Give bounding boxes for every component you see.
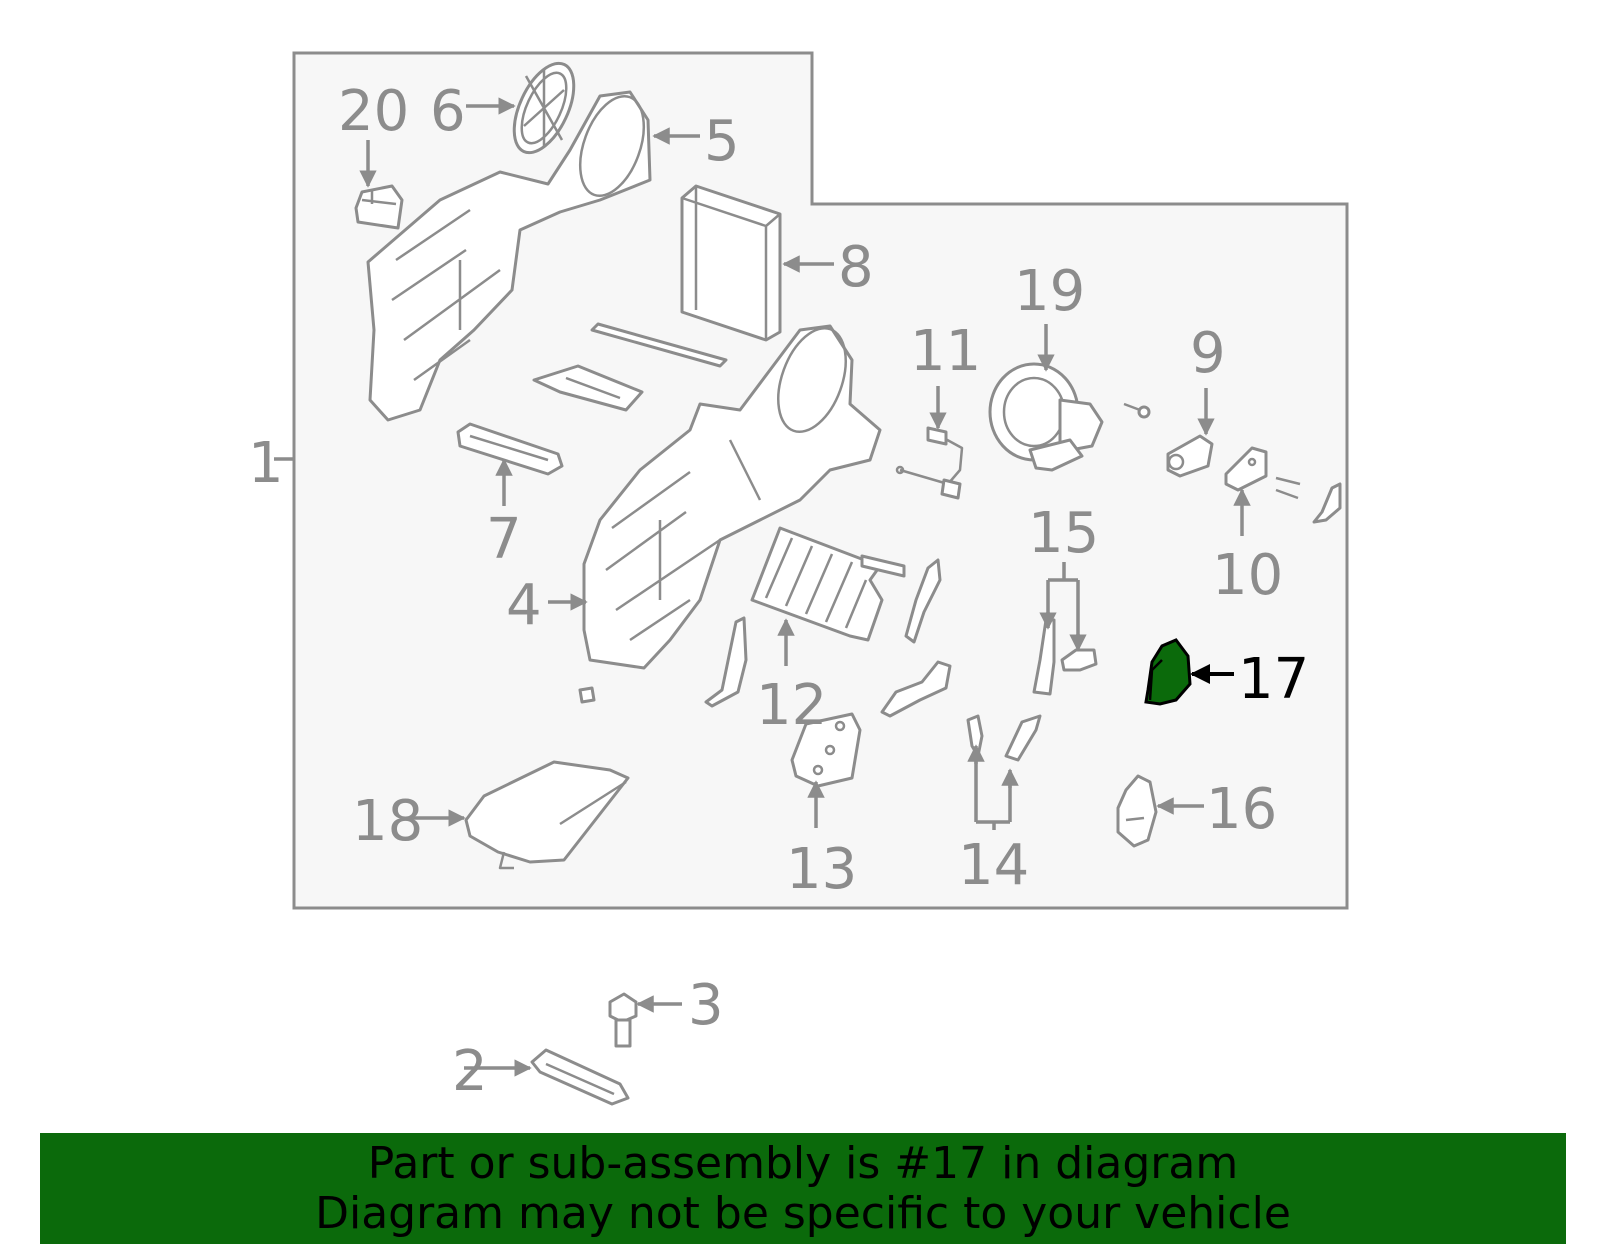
callout-15: 15: [1028, 501, 1099, 566]
part-screw: [1123, 402, 1151, 419]
part-8-evaporator: [680, 184, 782, 342]
part-14-brackets: [966, 714, 1042, 762]
callout-12: 12: [756, 673, 827, 738]
callout-7: 7: [486, 507, 522, 572]
callout-13: 13: [786, 837, 857, 902]
callout-20: 20: [338, 79, 409, 144]
part-19-blower-motor: [988, 362, 1104, 472]
callout-9: 9: [1190, 321, 1226, 386]
part-10-actuator: [1224, 446, 1268, 492]
part-17-highlighted[interactable]: [1144, 638, 1192, 706]
banner-line-2: Diagram may not be specific to your vehi…: [315, 1188, 1291, 1239]
leader-lines: [274, 97, 1251, 1077]
callout-16: 16: [1206, 777, 1277, 842]
callout-17: 17: [1238, 647, 1309, 712]
part-5-upper-case: [366, 90, 652, 422]
part-7-seal: [456, 422, 564, 476]
banner-line-1: Part or sub-assembly is #17 in diagram: [367, 1138, 1239, 1189]
part-13-bracket: [790, 712, 862, 788]
callout-19: 19: [1014, 259, 1085, 324]
part-3-bolt: [608, 992, 638, 1048]
callout-4: 4: [506, 573, 542, 638]
part-9-resistor: [1166, 434, 1214, 478]
part-6-blower-wheel: [512, 61, 576, 155]
callout-5: 5: [704, 109, 740, 174]
callout-10: 10: [1212, 543, 1283, 608]
part-4-lower-case: [582, 324, 882, 670]
callout-3: 3: [688, 973, 724, 1038]
callout-labels: 1 2 3 4 5 6 7 8 9 10 11 12 13 14 15 17 1…: [248, 79, 1309, 1104]
callout-8: 8: [838, 235, 874, 300]
callout-6: 6: [430, 79, 466, 144]
part-11-sensor: [895, 426, 964, 500]
info-banner: Part or sub-assembly is #17 in diagram D…: [40, 1133, 1566, 1244]
part-strips: [532, 322, 728, 412]
callout-11: 11: [910, 319, 981, 384]
callout-18: 18: [352, 789, 423, 854]
callout-1: 1: [248, 431, 284, 496]
callout-14: 14: [958, 833, 1029, 898]
part-20-actuator: [354, 184, 404, 230]
part-clips-right: [1275, 476, 1342, 524]
part-seals-lower: [578, 558, 952, 718]
part-12-heater-core: [750, 526, 906, 642]
part-2-bracket: [530, 1048, 630, 1106]
part-16-door: [1116, 774, 1158, 848]
part-18-module: [464, 760, 630, 870]
callout-2: 2: [452, 1039, 488, 1104]
